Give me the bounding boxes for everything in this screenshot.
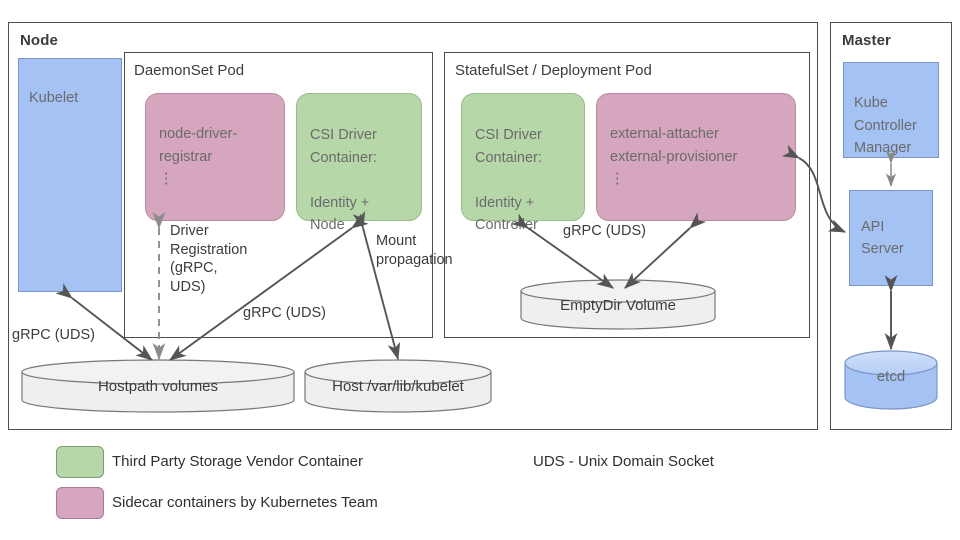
hostpath-volumes-label-wrap: Hostpath volumes — [22, 378, 294, 395]
legend-label-pink: Sidecar containers by Kubernetes Team — [112, 494, 378, 511]
csi-driver-container-node-label: CSI Driver Container: Identity + Node — [310, 127, 377, 234]
legend-note-uds: UDS - Unix Domain Socket — [533, 453, 714, 470]
node-group-title: Node — [20, 32, 58, 49]
daemonset-pod-title: DaemonSet Pod — [134, 62, 245, 79]
csi-driver-container-node-box: CSI Driver Container: Identity + Node — [296, 93, 422, 233]
node-driver-registrar-box: node-driver- registrar ⋮ — [145, 93, 285, 221]
host-kubelet-dir-label: Host /var/lib/kubelet — [332, 378, 464, 395]
edge-label-mount-propagation: Mount propagation — [376, 233, 453, 268]
master-group-title: Master — [842, 32, 891, 49]
emptydir-volume-label: EmptyDir Volume — [560, 297, 676, 314]
kube-controller-manager-label: Kube Controller Manager — [854, 95, 917, 157]
etcd-label-wrap: etcd — [845, 368, 937, 385]
kubelet-label: Kubelet — [29, 90, 79, 107]
edge-label-controller-grpc: gRPC (UDS) — [563, 223, 646, 239]
csi-driver-container-controller-box: CSI Driver Container: Identity + Control… — [461, 93, 585, 233]
hostpath-volumes-label: Hostpath volumes — [97, 378, 219, 395]
csi-driver-container-controller-label: CSI Driver Container: Identity + Control… — [475, 127, 542, 234]
kubelet-box: Kubelet — [18, 58, 122, 292]
legend-swatch-pink — [56, 487, 104, 519]
host-kubelet-dir-label-wrap: Host /var/lib/kubelet — [305, 378, 491, 395]
emptydir-volume-label-wrap: EmptyDir Volume — [521, 297, 715, 314]
etcd-label: etcd — [876, 368, 906, 385]
external-sidecars-box: external-attacher external-provisioner ⋮ — [596, 93, 796, 221]
edge-label-node-plugin-grpc: gRPC (UDS) — [243, 305, 326, 321]
legend-swatch-green — [56, 446, 104, 478]
external-sidecars-label: external-attacher external-provisioner ⋮ — [610, 126, 738, 188]
edge-label-kubelet-hostpath: gRPC (UDS) — [12, 327, 95, 343]
api-server-label: API Server — [861, 218, 904, 257]
kube-controller-manager-box: Kube Controller Manager — [843, 62, 939, 158]
legend-label-green: Third Party Storage Vendor Container — [112, 453, 363, 470]
api-server-box: API Server — [849, 190, 933, 286]
edge-label-driver-registration: Driver Registration (gRPC, UDS) — [170, 223, 248, 295]
statefulset-pod-title: StatefulSet / Deployment Pod — [455, 62, 652, 79]
node-driver-registrar-label: node-driver- registrar ⋮ — [159, 126, 238, 188]
